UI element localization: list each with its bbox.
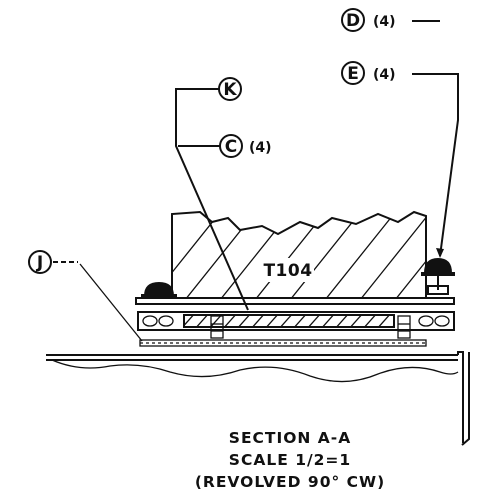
spacer-left [210,315,224,339]
chassis-bracket [46,351,470,446]
callout-c: C (4) [178,134,272,158]
callout-e-qty: (4) [373,67,396,83]
callout-d-letter: D [346,11,360,31]
callout-d: D (4) [341,8,440,32]
gasket-j [139,339,427,347]
caption-orientation: (REVOLVED 90° CW) [195,473,385,491]
base-plate [135,297,455,305]
caption-scale: SCALE 1/2=1 [229,451,351,469]
part-label-t104: T104 [263,261,312,281]
caption-title: SECTION A-A [229,429,351,447]
callout-c-letter: C [225,137,237,157]
screw-right [421,258,455,295]
spacer-right [397,315,411,339]
callout-j-letter: J [36,253,43,273]
mounting-rail [137,311,455,331]
callout-e-letter: E [347,64,359,84]
callout-j: J [28,250,143,342]
callout-e: E (4) [341,61,459,258]
t104-block [171,210,427,298]
callout-c-qty: (4) [249,140,272,156]
callout-k-letter: K [223,80,237,100]
screw-left [141,282,177,298]
section-caption: SECTION A-A SCALE 1/2=1 (REVOLVED 90° CW… [195,429,385,491]
callout-d-qty: (4) [373,14,396,30]
callout-k: K [175,77,249,311]
